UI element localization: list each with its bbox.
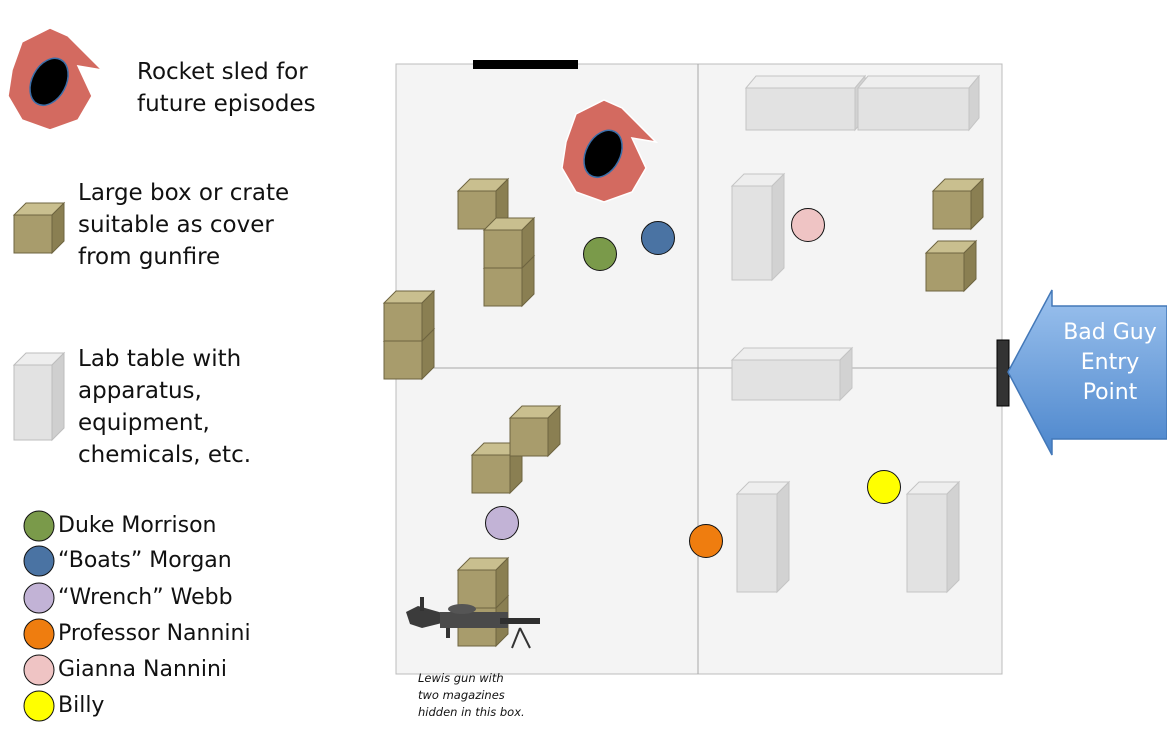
lab-table-center	[730, 346, 854, 402]
entry-arrow-icon	[1007, 289, 1167, 456]
token-boats	[641, 221, 675, 255]
legend-label-gianna: Gianna Nannini	[58, 657, 227, 682]
legend-label-professor: Professor Nannini	[58, 621, 251, 646]
token-professor	[689, 524, 723, 558]
legend-label-boats: “Boats” Morgan	[58, 548, 232, 573]
legend-label-billy: Billy	[58, 693, 105, 718]
legend-label-wrench: “Wrench” Webb	[58, 585, 233, 610]
legend-label-duke: Duke Morrison	[58, 513, 217, 538]
legend-character-dots	[23, 510, 55, 722]
legend-lab-table-icon	[12, 351, 66, 442]
legend-rocket-sled-icon	[7, 27, 103, 131]
lab-table-south-1	[735, 480, 791, 594]
legend-dot-billy	[23, 690, 55, 722]
legend-rocket-sled-label: Rocket sled for future episodes	[137, 59, 316, 117]
lab-table-north-2	[856, 74, 981, 132]
crate-lewis-gun	[457, 557, 509, 647]
legend-crate-icon	[13, 202, 65, 254]
token-billy	[867, 470, 901, 504]
crate-stack-west	[383, 290, 435, 380]
legend-dot-boats	[23, 545, 55, 577]
lewis-gun-note: Lewis gun with two magazines hidden in t…	[418, 671, 525, 719]
token-wrench	[485, 506, 519, 540]
east-door	[996, 339, 1010, 407]
token-duke	[583, 237, 617, 271]
lab-table-south-2	[905, 480, 961, 594]
token-gianna	[791, 208, 825, 242]
lewis-gun-icon	[406, 597, 540, 649]
legend-crate-label: Large box or crate suitable as cover fro…	[78, 180, 290, 270]
legend-lab-table-label: Lab table with apparatus, equipment, che…	[78, 346, 252, 468]
legend-dot-duke	[23, 510, 55, 542]
legend-dot-gianna	[23, 654, 55, 686]
legend-dot-professor	[23, 618, 55, 650]
lab-table-north-1	[744, 74, 867, 132]
legend-dot-wrench	[23, 582, 55, 614]
north-doorway	[473, 60, 578, 69]
entry-point-label: Bad Guy Entry Point	[1063, 320, 1157, 405]
lab-table-northeast-tall	[730, 172, 786, 282]
